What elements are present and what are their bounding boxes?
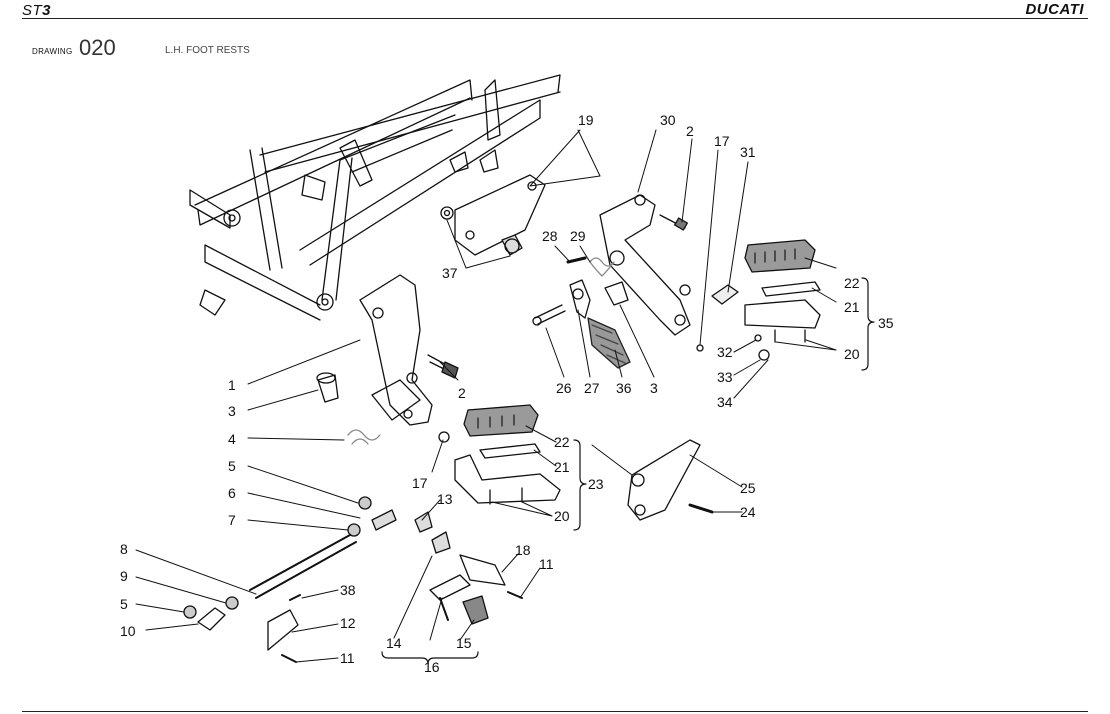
callout-9: 9 <box>120 568 128 584</box>
passenger-bracket <box>359 274 459 426</box>
callout-17b: 17 <box>412 475 428 491</box>
rider-bracket <box>599 194 691 336</box>
callout-3a: 3 <box>228 403 236 419</box>
group-braces <box>381 277 875 665</box>
gear-lever <box>267 594 301 663</box>
callout-17a: 17 <box>714 133 730 149</box>
callout-15: 15 <box>456 635 472 651</box>
frame-drawing <box>189 74 561 321</box>
lower-lever <box>414 511 523 625</box>
heel-guard <box>627 439 714 521</box>
passenger-footpeg-assembly <box>454 404 561 505</box>
callout-12: 12 <box>340 615 356 631</box>
callout-37: 37 <box>442 265 458 281</box>
callout-29: 29 <box>570 228 586 244</box>
callout-16: 16 <box>424 659 440 675</box>
callout-27: 27 <box>584 380 600 396</box>
callout-20b: 20 <box>554 508 570 524</box>
callout-11b: 11 <box>340 650 355 666</box>
callout-3b: 3 <box>650 380 658 396</box>
callout-21a: 21 <box>844 299 860 315</box>
callout-26: 26 <box>556 380 572 396</box>
callout-22a: 22 <box>844 275 860 291</box>
callout-20a: 20 <box>844 346 860 362</box>
callout-8: 8 <box>120 541 128 557</box>
drawing-label: DRAWING <box>32 47 73 56</box>
callout-13: 13 <box>437 491 453 507</box>
callout-7: 7 <box>228 512 236 528</box>
callout-1: 1 <box>228 377 236 393</box>
callout-25: 25 <box>740 480 756 496</box>
callout-18: 18 <box>515 542 531 558</box>
callout-11a: 11 <box>539 556 554 572</box>
callout-33: 33 <box>717 369 733 385</box>
callout-32: 32 <box>717 344 733 360</box>
callout-35: 35 <box>878 315 894 331</box>
model-name: ST3 <box>22 2 52 19</box>
gear-linkage <box>183 496 397 631</box>
callout-34: 34 <box>717 394 733 410</box>
brand-logo: DUCATI <box>1025 1 1084 18</box>
callout-2b: 2 <box>458 385 466 401</box>
drawing-number: 020 <box>79 35 116 60</box>
leader-lines <box>135 129 837 663</box>
callout-2a: 2 <box>686 123 694 139</box>
callout-10: 10 <box>120 623 136 639</box>
header-divider <box>22 18 1088 19</box>
callout-23: 23 <box>588 476 604 492</box>
upper-washers <box>696 284 739 352</box>
callout-24: 24 <box>740 504 756 520</box>
rider-footpeg-assembly <box>744 239 821 361</box>
callout-19: 19 <box>578 112 594 128</box>
callout-14: 14 <box>386 635 402 651</box>
callout-5b: 5 <box>120 596 128 612</box>
callout-5a: 5 <box>228 458 236 474</box>
callout-30: 30 <box>660 112 676 128</box>
callout-28: 28 <box>542 228 558 244</box>
callout-31: 31 <box>740 144 756 160</box>
footer-divider <box>22 711 1088 712</box>
callout-6: 6 <box>228 485 236 501</box>
drawing-title: L.H. FOOT RESTS <box>165 45 250 56</box>
callout-21b: 21 <box>554 459 570 475</box>
callout-22b: 22 <box>554 434 570 450</box>
callout-38: 38 <box>340 582 356 598</box>
callout-labels: 1 2 2 3 3 4 5 5 6 7 8 9 10 11 11 12 13 1… <box>120 112 894 675</box>
rider-peg-parts <box>532 256 631 369</box>
lower-pin-spring <box>316 372 450 445</box>
callout-36: 36 <box>616 380 632 396</box>
callout-4: 4 <box>228 431 236 447</box>
